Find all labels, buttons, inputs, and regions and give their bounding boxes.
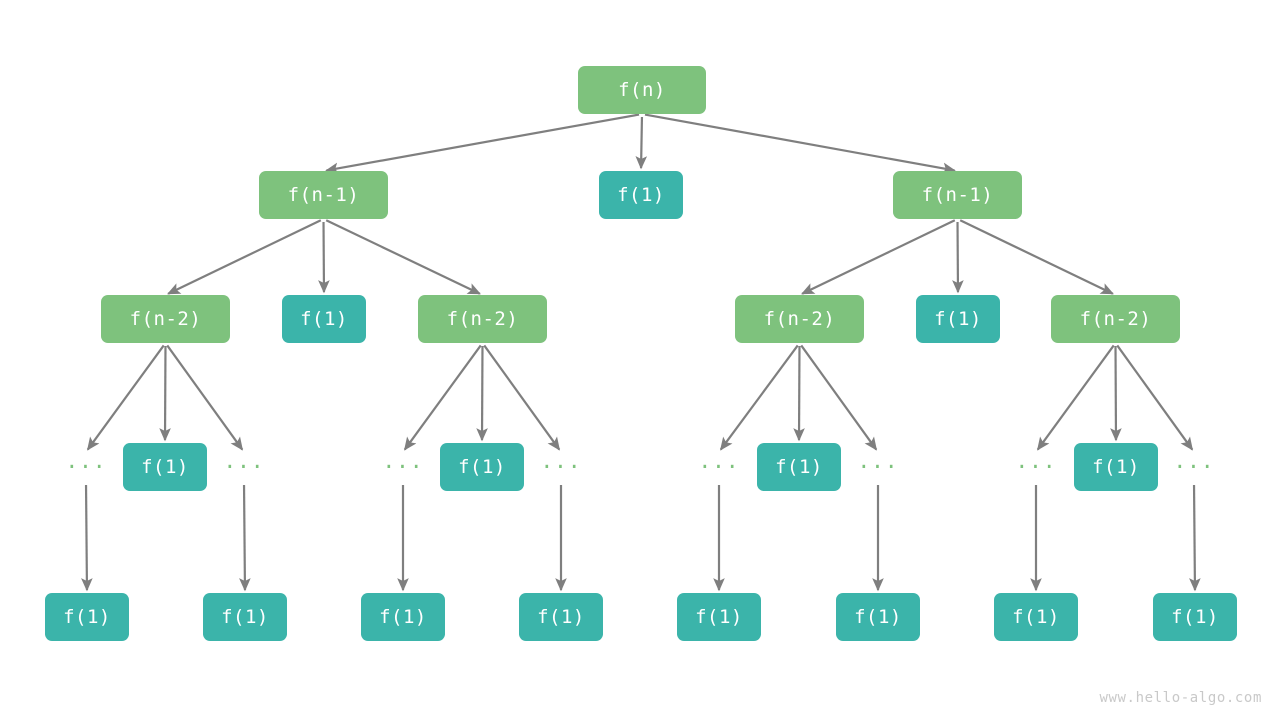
tree-ellipsis-e3c: ··· xyxy=(218,452,270,482)
tree-node-n2e: f(1) xyxy=(916,295,1000,343)
tree-node-label: f(1) xyxy=(458,455,506,478)
tree-node-label: f(1) xyxy=(63,605,111,628)
tree-edge-n2f-to-e3j xyxy=(1036,344,1115,451)
tree-node-label: f(1) xyxy=(1012,605,1060,628)
tree-edge-n1a-to-n2c xyxy=(325,219,481,295)
tree-node-n2b: f(1) xyxy=(282,295,366,343)
tree-ellipsis-e3d: ··· xyxy=(377,452,429,482)
tree-node-label: f(1) xyxy=(1171,605,1219,628)
tree-ellipsis-e3f: ··· xyxy=(535,452,587,482)
tree-node-n4d: f(1) xyxy=(519,593,603,641)
tree-node-label: f(1) xyxy=(617,183,665,206)
tree-edge-n1a-to-n2a xyxy=(167,219,322,295)
tree-ellipsis-e3g: ··· xyxy=(693,452,745,482)
tree-node-label: f(n-2) xyxy=(129,307,202,330)
tree-node-label: f(n-2) xyxy=(446,307,519,330)
tree-edge-n0-to-n1b xyxy=(635,116,648,170)
tree-ellipsis-label: ··· xyxy=(1015,454,1057,479)
tree-node-label: f(n) xyxy=(618,78,666,101)
tree-ellipsis-e3j: ··· xyxy=(1010,452,1062,482)
tree-node-label: f(1) xyxy=(1092,455,1140,478)
tree-node-n4h: f(1) xyxy=(1153,593,1237,641)
tree-node-label: f(n-2) xyxy=(1079,307,1152,330)
tree-node-label: f(1) xyxy=(854,605,902,628)
tree-node-n4g: f(1) xyxy=(994,593,1078,641)
tree-ellipsis-label: ··· xyxy=(857,454,899,479)
tree-node-n2f: f(n-2) xyxy=(1051,295,1180,343)
tree-node-n0: f(n) xyxy=(578,66,706,114)
tree-node-n4e: f(1) xyxy=(677,593,761,641)
tree-edge-e3a-to-n4a xyxy=(81,484,93,592)
watermark: www.hello-algo.com xyxy=(1099,690,1262,706)
tree-ellipsis-e3i: ··· xyxy=(852,452,904,482)
tree-edge-n2d-to-e3g xyxy=(719,344,799,451)
tree-node-n4a: f(1) xyxy=(45,593,129,641)
tree-node-label: f(1) xyxy=(300,307,348,330)
tree-edge-e3c-to-n4b xyxy=(239,484,251,592)
tree-ellipsis-label: ··· xyxy=(540,454,582,479)
tree-node-n1c: f(n-1) xyxy=(893,171,1022,219)
tree-node-label: f(1) xyxy=(695,605,743,628)
tree-node-n1a: f(n-1) xyxy=(259,171,388,219)
tree-edge-n2c-to-e3d xyxy=(403,344,482,451)
tree-node-label: f(1) xyxy=(221,605,269,628)
tree-node-n4f: f(1) xyxy=(836,593,920,641)
tree-ellipsis-label: ··· xyxy=(1173,454,1215,479)
tree-edge-n2d-to-e3i xyxy=(800,344,878,451)
tree-ellipsis-label: ··· xyxy=(65,454,107,479)
tree-edge-n2a-to-e3a xyxy=(86,344,165,451)
tree-node-n2d: f(n-2) xyxy=(735,295,864,343)
tree-ellipsis-label: ··· xyxy=(382,454,424,479)
tree-node-n4c: f(1) xyxy=(361,593,445,641)
tree-ellipsis-e3l: ··· xyxy=(1168,452,1220,482)
tree-edge-n0-to-n1a xyxy=(325,113,640,175)
tree-node-label: f(1) xyxy=(379,605,427,628)
tree-node-n3b: f(1) xyxy=(123,443,207,491)
tree-edge-n0-to-n1c xyxy=(644,113,956,175)
tree-ellipsis-label: ··· xyxy=(223,454,265,479)
tree-node-n2c: f(n-2) xyxy=(418,295,547,343)
tree-node-n1b: f(1) xyxy=(599,171,683,219)
tree-node-n2a: f(n-2) xyxy=(101,295,230,343)
tree-node-n3e: f(1) xyxy=(440,443,524,491)
tree-edge-n1c-to-n2f xyxy=(959,219,1114,295)
tree-node-n3h: f(1) xyxy=(757,443,841,491)
tree-ellipsis-e3a: ··· xyxy=(60,452,112,482)
tree-node-label: f(1) xyxy=(141,455,189,478)
tree-ellipsis-label: ··· xyxy=(698,454,740,479)
tree-edge-n2f-to-e3l xyxy=(1116,344,1194,451)
tree-node-label: f(1) xyxy=(934,307,982,330)
tree-node-label: f(1) xyxy=(537,605,585,628)
tree-node-label: f(n-2) xyxy=(763,307,836,330)
tree-edge-n2c-to-e3f xyxy=(483,344,561,451)
tree-node-label: f(1) xyxy=(775,455,823,478)
tree-node-n4b: f(1) xyxy=(203,593,287,641)
tree-node-n3k: f(1) xyxy=(1074,443,1158,491)
tree-edge-n2a-to-e3c xyxy=(166,344,244,451)
tree-edge-n1c-to-n2d xyxy=(801,219,956,295)
tree-edge-e3l-to-n4h xyxy=(1189,484,1201,592)
tree-node-label: f(n-1) xyxy=(287,183,360,206)
tree-node-label: f(n-1) xyxy=(921,183,994,206)
